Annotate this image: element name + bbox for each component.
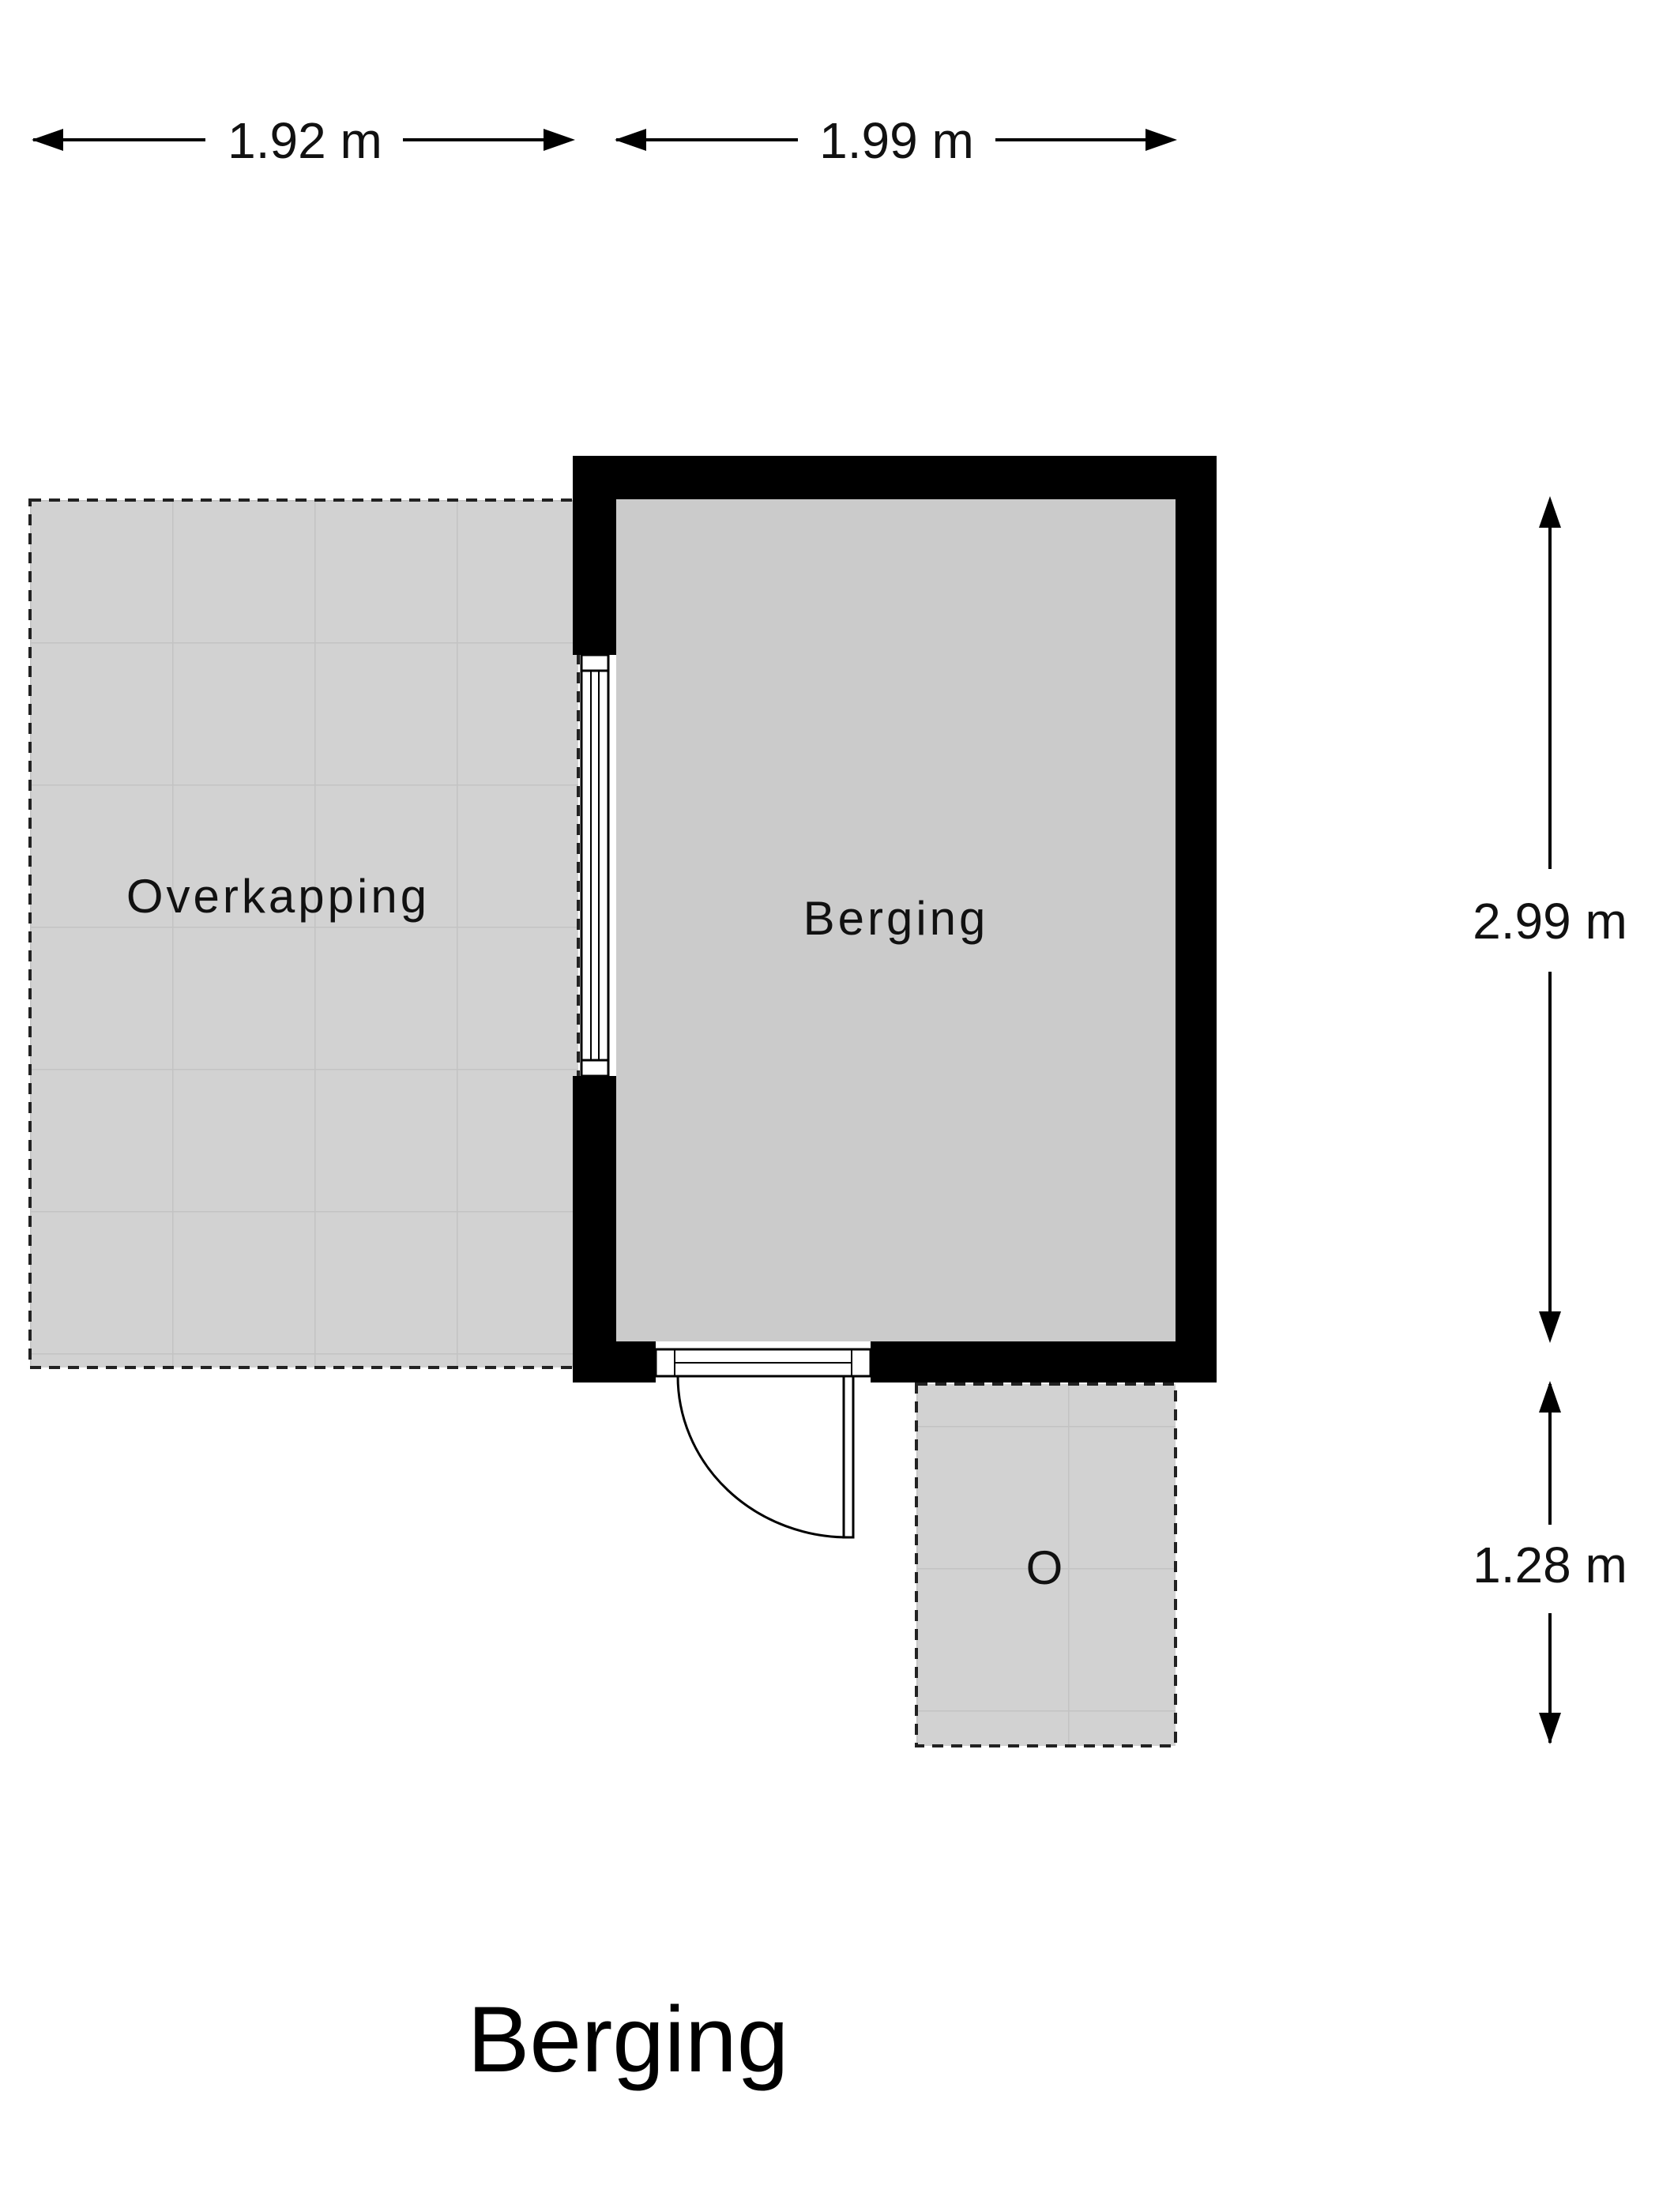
door-leaf (842, 1375, 855, 1539)
dimension-width-right: 1.99 m (615, 112, 1177, 169)
arrow-down-icon (1539, 1713, 1561, 1744)
dimension-height-lower: 1.28 m (1473, 1381, 1627, 1744)
door (654, 1348, 872, 1539)
wall-top (573, 456, 1217, 499)
room-berging: Berging (573, 456, 1217, 1539)
dimension-label: 1.99 m (819, 112, 974, 169)
arrow-right-icon (544, 129, 575, 151)
wall-right (1176, 456, 1217, 1382)
door-swing (676, 1375, 849, 1539)
dimension-label: 1.28 m (1473, 1537, 1627, 1593)
arrow-right-icon (1146, 129, 1177, 151)
arrow-left-icon (615, 129, 646, 151)
wall-bottom-left (573, 1341, 656, 1382)
room-label: O (1026, 1541, 1066, 1594)
room-floor (616, 498, 1176, 1341)
dimension-width-left: 1.92 m (32, 112, 575, 169)
dimension-label: 1.92 m (228, 112, 382, 169)
room-label: Overkapping (126, 870, 430, 923)
wall-left-lower (573, 1076, 616, 1382)
floor-title: Berging (468, 1988, 789, 2092)
arrow-up-icon (1539, 1381, 1561, 1413)
room-label: Berging (803, 892, 989, 945)
arrow-down-icon (1539, 1311, 1561, 1343)
window (580, 653, 610, 1078)
dimension-label: 2.99 m (1473, 893, 1627, 950)
room-outdoor: O (915, 1382, 1177, 1747)
arrow-up-icon (1539, 496, 1561, 528)
wall-left-upper (573, 456, 616, 655)
wall-bottom-right (871, 1341, 1217, 1382)
arrow-left-icon (32, 129, 63, 151)
room-overkapping: Overkapping (28, 498, 580, 1369)
dimension-height-main: 2.99 m (1473, 496, 1627, 1343)
